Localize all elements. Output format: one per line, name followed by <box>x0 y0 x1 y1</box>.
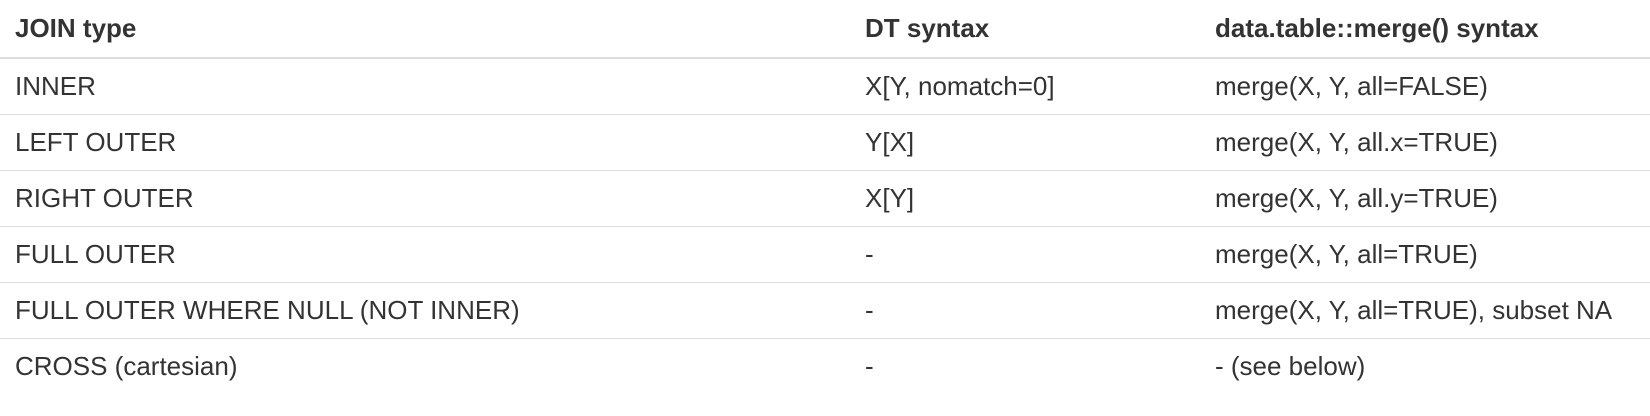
table-body: INNER X[Y, nomatch=0] merge(X, Y, all=FA… <box>0 58 1650 394</box>
cell-merge-syntax: merge(X, Y, all=TRUE) <box>1200 226 1650 283</box>
header-dt-syntax: DT syntax <box>850 0 1200 59</box>
cell-join-type: LEFT OUTER <box>0 114 850 171</box>
cell-dt-syntax: X[Y, nomatch=0] <box>865 71 1055 101</box>
cell-join-type: CROSS (cartesian) <box>0 338 850 394</box>
table-row: CROSS (cartesian) - - (see below) <box>0 338 1650 394</box>
table-header: JOIN type DT syntax data.table::merge() … <box>0 0 1650 59</box>
cell-dt-syntax: Y[X] <box>850 114 1200 171</box>
cell-merge-syntax: merge(X, Y, all.x=TRUE) <box>1200 114 1650 171</box>
cell-dt-syntax: - <box>850 338 1200 394</box>
cell-merge-syntax: merge(X, Y, all.y=TRUE) <box>1200 170 1650 227</box>
cell-join-type: FULL OUTER <box>0 226 850 283</box>
cell-dt-syntax: X[Y] <box>850 170 1200 227</box>
table-row: FULL OUTER WHERE NULL (NOT INNER) - merg… <box>0 282 1650 339</box>
cell-merge-syntax: - (see below) <box>1200 338 1650 394</box>
cell-join-type: RIGHT OUTER <box>0 170 850 227</box>
cell-join-type: INNER <box>15 71 96 101</box>
cell-merge-syntax: merge(X, Y, all=TRUE), subset NA <box>1200 282 1650 339</box>
table-row: LEFT OUTER Y[X] merge(X, Y, all.x=TRUE) <box>0 114 1650 171</box>
cell-dt-syntax: - <box>850 282 1200 339</box>
table-row: FULL OUTER - merge(X, Y, all=TRUE) <box>0 226 1650 283</box>
join-syntax-table: JOIN type DT syntax data.table::merge() … <box>0 0 1650 394</box>
table-row: INNER X[Y, nomatch=0] merge(X, Y, all=FA… <box>0 58 1650 115</box>
header-row: JOIN type DT syntax data.table::merge() … <box>0 0 1650 59</box>
table-row: RIGHT OUTER X[Y] merge(X, Y, all.y=TRUE) <box>0 170 1650 227</box>
cell-merge-syntax: merge(X, Y, all=FALSE) <box>1215 71 1488 101</box>
header-join-type: JOIN type <box>0 0 850 59</box>
header-merge-syntax: data.table::merge() syntax <box>1200 0 1650 59</box>
cell-dt-syntax: - <box>850 226 1200 283</box>
cell-join-type: FULL OUTER WHERE NULL (NOT INNER) <box>0 282 850 339</box>
